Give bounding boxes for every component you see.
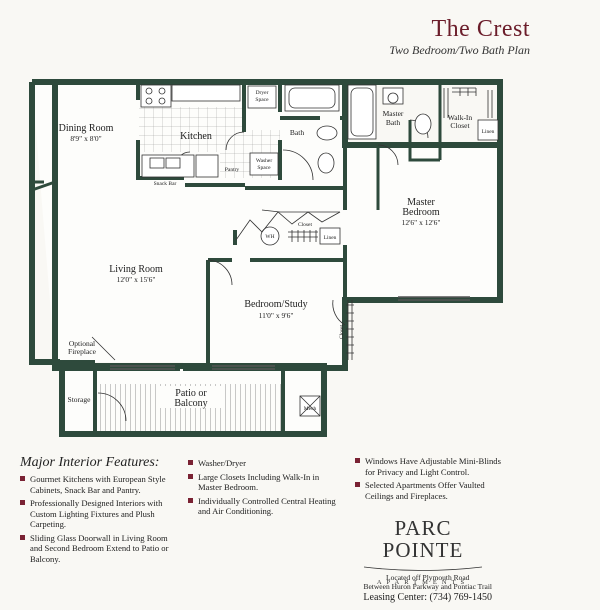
closet-label-2: Closet	[339, 325, 345, 340]
washer-space-label-1: Washer	[256, 158, 273, 164]
dining-room-size: 8'9" x 8'0"	[70, 134, 101, 143]
patio-label-1: Patio or	[175, 388, 207, 399]
mech-label: Mech	[304, 406, 317, 412]
feature-item: Individually Controlled Central Heating …	[188, 496, 338, 517]
master-bedroom-label-1: Master	[407, 197, 435, 208]
location-line-1: Located off Plymouth Road	[386, 573, 470, 582]
logo-name: PARC POINTE	[382, 516, 464, 562]
washer-space-label-2: Space	[257, 165, 271, 171]
plan-header: The Crest Two Bedroom/Two Bath Plan	[389, 16, 530, 58]
walk-in-closet-label-1: Walk-In	[448, 113, 473, 122]
snack-bar-label: Snack Bar	[154, 181, 177, 187]
wh-label: WH	[265, 234, 274, 240]
master-bath-label-2: Bath	[386, 118, 400, 127]
feature-item: Large Closets Including Walk-In in Maste…	[188, 472, 338, 493]
dryer-space-label-2: Space	[255, 97, 269, 103]
master-bedroom-label-2: Bedroom	[402, 207, 439, 218]
feature-item: Gourmet Kitchens with European Style Cab…	[20, 474, 170, 495]
optional-fireplace-label-1: Optional	[69, 339, 95, 348]
features-column-3: Windows Have Adjustable Mini-Blinds for …	[355, 456, 505, 504]
linen-label-1: Linen	[482, 129, 495, 135]
bedroom-study-label: Bedroom/Study	[244, 299, 307, 310]
living-room-size: 12'0" x 15'6"	[117, 275, 156, 284]
feature-item: Sliding Glass Doorwall in Living Room an…	[20, 533, 170, 565]
dining-room-label: Dining Room	[59, 123, 114, 134]
location-line-2: Between Huron Parkway and Pontiac Trail	[363, 582, 492, 591]
features-column-1: Gourmet Kitchens with European Style Cab…	[20, 474, 170, 567]
feature-item: Professionally Designed Interiors with C…	[20, 498, 170, 530]
master-bedroom-size: 12'6" x 12'6"	[402, 218, 441, 227]
feature-item: Windows Have Adjustable Mini-Blinds for …	[355, 456, 505, 477]
living-room-label: Living Room	[109, 264, 163, 275]
floor-plan: Dining Room 8'9" x 8'0" Kitchen Dryer Sp…	[29, 79, 503, 437]
linen-label-2: Linen	[324, 235, 337, 241]
features-heading: Major Interior Features:	[20, 455, 160, 470]
master-bath-label-1: Master	[383, 109, 404, 118]
storage-label: Storage	[68, 395, 92, 404]
logo-swoosh-icon	[363, 566, 483, 571]
bath-label: Bath	[290, 128, 304, 137]
walk-in-closet-label-2: Closet	[450, 121, 470, 130]
features-column-2: Washer/Dryer Large Closets Including Wal…	[188, 458, 338, 520]
kitchen-label: Kitchen	[180, 131, 212, 142]
bedroom-study-size: 11'0" x 9'6"	[259, 311, 294, 320]
plan-subtitle: Two Bedroom/Two Bath Plan	[389, 43, 530, 57]
feature-item: Washer/Dryer	[188, 458, 338, 469]
closet-label-1: Closet	[298, 222, 313, 228]
feature-item: Selected Apartments Offer Vaulted Ceilin…	[355, 480, 505, 501]
dryer-space-label-1: Dryer	[256, 90, 269, 96]
parc-pointe-logo: PARC POINTE APARTMENTS	[358, 517, 488, 586]
patio-label-2: Balcony	[174, 398, 207, 409]
location-text: Located off Plymouth Road Between Huron …	[363, 573, 492, 591]
plan-title: The Crest	[431, 16, 530, 42]
room-labels: Dining Room 8'9" x 8'0" Kitchen Dryer Sp…	[59, 90, 495, 412]
leasing-center: Leasing Center: (734) 769-1450	[363, 592, 492, 603]
logo-tagline: APARTMENTS	[376, 579, 470, 586]
optional-fireplace-label-2: Fireplace	[68, 347, 97, 356]
pantry-label: Pantry	[225, 167, 240, 173]
